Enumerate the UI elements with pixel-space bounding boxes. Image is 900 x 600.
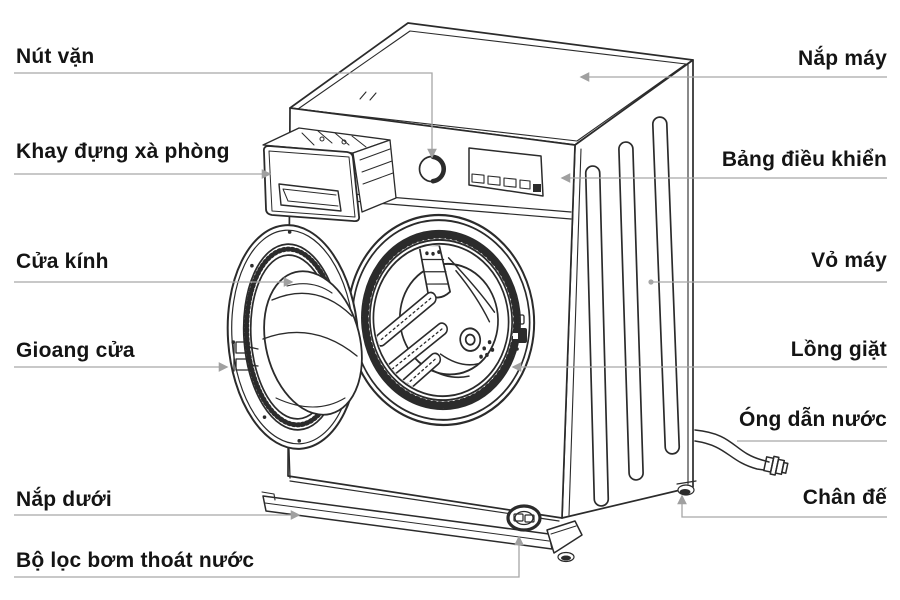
leader-chan-de [677,494,887,518]
label-knob: Nút vặn [16,45,95,68]
side-panel [561,59,694,519]
label-door-gasket: Gioang cửa [16,339,135,362]
leader-lines [14,72,887,578]
leader-bo-loc [14,535,524,578]
label-casing: Vỏ máy [811,249,887,272]
water-hose [694,429,789,476]
label-control-panel: Bảng điều khiển [721,148,887,171]
kick-panel [261,491,583,563]
door-hinge [233,340,259,372]
pump-filter [506,504,542,532]
label-water-hose: Óng dẫn nước [738,408,887,431]
display-window [468,147,544,197]
label-drain-filter: Bộ lọc bơm thoát nước [16,549,255,572]
front-foot [557,551,575,563]
program-knob [418,154,446,184]
label-glass-door: Cửa kính [16,250,109,273]
control-panel [418,147,544,197]
drum-opening [346,213,536,427]
label-bottom-cover: Nắp dưới [16,488,112,511]
leader-vo-may-dot [648,279,654,285]
label-top-lid: Nắp máy [798,47,887,70]
detergent-drawer [262,127,397,223]
door-latch [513,314,527,351]
label-drum: Lồng giặt [790,338,887,361]
leader-nut-van [14,72,437,159]
label-base-feet: Chân đế [802,486,887,509]
label-detergent-tray: Khay đựng xà phòng [16,140,230,163]
